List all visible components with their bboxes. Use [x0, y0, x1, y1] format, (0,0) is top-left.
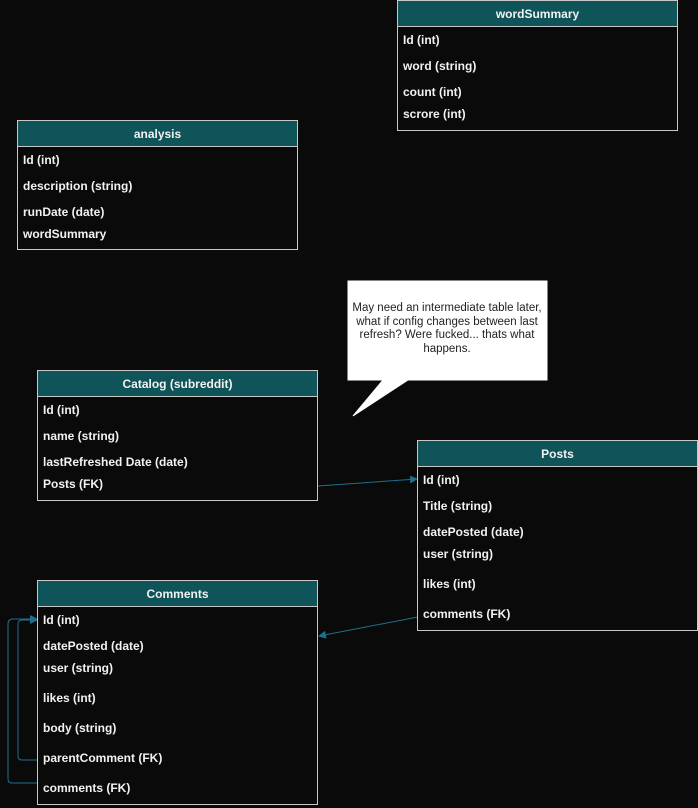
- field-row: likes (int): [423, 577, 476, 591]
- field-row: Id (int): [23, 153, 60, 167]
- entity-posts[interactable]: Posts Id (int) Title (string) datePosted…: [417, 440, 698, 631]
- comments-self-connector: [7, 615, 38, 784]
- entity-title: analysis: [18, 121, 297, 147]
- field-row: description (string): [23, 179, 133, 193]
- field-row: name (string): [43, 429, 120, 443]
- field-row: comments (FK): [423, 607, 511, 621]
- field-row: Id (int): [43, 403, 80, 417]
- field-row: count (int): [403, 85, 462, 99]
- field-row: body (string): [43, 721, 117, 735]
- field-row: datePosted (date): [43, 639, 144, 653]
- callout-note: May need an intermediate table later, wh…: [352, 302, 542, 355]
- entity-comments[interactable]: Comments Id (int) datePosted (date) user…: [37, 580, 318, 805]
- entity-analysis[interactable]: analysis Id (int) description (string) r…: [17, 120, 298, 250]
- field-row: Posts (FK): [43, 477, 103, 491]
- field-row: runDate (date): [23, 205, 105, 219]
- field-row: scrore (int): [403, 107, 466, 121]
- field-row: comments (FK): [43, 781, 131, 795]
- entity-title: Comments: [38, 581, 317, 607]
- field-row: Title (string): [423, 499, 493, 513]
- posts-comments-connector: [318, 616, 419, 639]
- field-row: user (string): [423, 547, 494, 561]
- field-row: Id (int): [403, 33, 440, 47]
- field-row: Id (int): [423, 473, 460, 487]
- entity-title: Posts: [418, 441, 697, 467]
- entity-title: wordSummary: [398, 1, 677, 27]
- callout-bubble: [347, 280, 548, 417]
- entity-title: Catalog (subreddit): [38, 371, 317, 397]
- entity-catalog[interactable]: Catalog (subreddit) Id (int) name (strin…: [37, 370, 318, 501]
- field-row: datePosted (date): [423, 525, 524, 539]
- field-row: user (string): [43, 661, 114, 675]
- field-row: word (string): [403, 59, 477, 73]
- field-row: wordSummary: [23, 227, 107, 241]
- parent-comment-connector: [17, 616, 38, 761]
- entity-wordsummary[interactable]: wordSummary Id (int) word (string) count…: [397, 0, 678, 131]
- field-row: likes (int): [43, 691, 96, 705]
- field-row: Id (int): [43, 613, 80, 627]
- catalog-posts-connector: [317, 475, 418, 487]
- field-row: parentComment (FK): [43, 751, 163, 765]
- field-row: lastRefreshed Date (date): [43, 455, 188, 469]
